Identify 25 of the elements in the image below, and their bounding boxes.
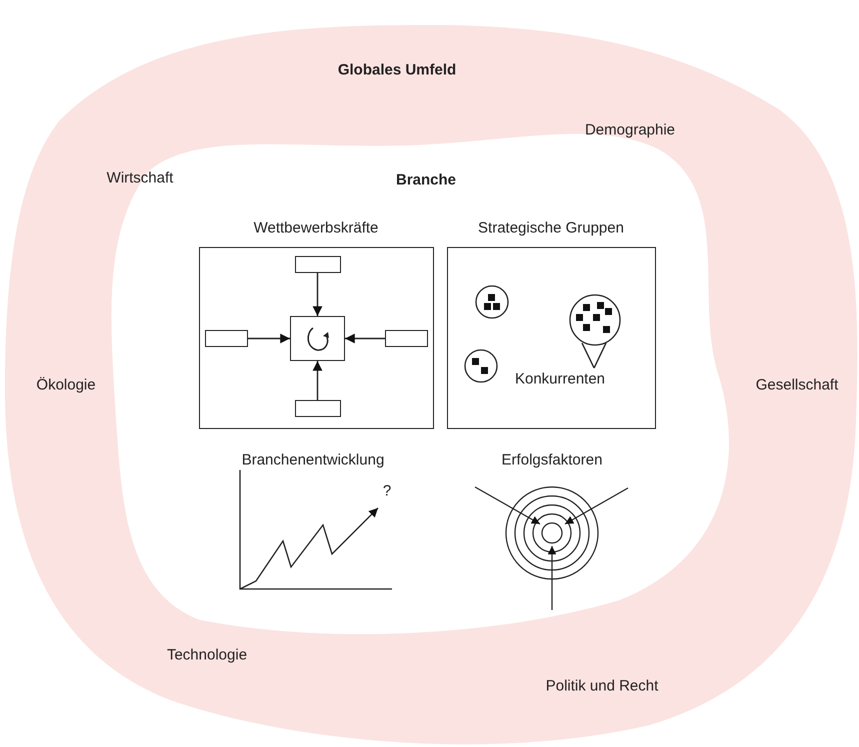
arrow — [312, 273, 322, 316]
arrow — [248, 334, 290, 344]
area-heading: Branche — [396, 172, 456, 188]
dimension-label: Demographie — [584, 122, 676, 138]
leader-line — [581, 342, 595, 368]
dimension-label: Politik und Recht — [546, 678, 658, 694]
panel-heading: Wettbewerbskräfte — [254, 220, 378, 236]
dimension-label: Gesellschaft — [756, 376, 838, 394]
question-mark: ? — [382, 482, 392, 500]
panel-heading: Strategische Gruppen — [478, 220, 624, 236]
arrow — [312, 361, 322, 400]
dimension-label: Technologie — [166, 646, 248, 664]
section-heading: Erfolgsfaktoren — [502, 452, 602, 468]
force-box — [385, 330, 428, 347]
force-box — [294, 400, 340, 417]
arrow — [345, 334, 385, 344]
leader-line — [593, 342, 607, 368]
dimension-label: Ökologie — [36, 376, 96, 394]
industry-box — [290, 316, 345, 361]
area-heading: Globales Umfeld — [338, 62, 456, 78]
force-box — [205, 330, 248, 347]
dimension-label: Wirtschaft — [106, 170, 174, 186]
section-heading: Branchenentwicklung — [242, 452, 384, 468]
competitors-label: Konkurrenten — [514, 370, 606, 388]
force-box — [294, 256, 340, 273]
